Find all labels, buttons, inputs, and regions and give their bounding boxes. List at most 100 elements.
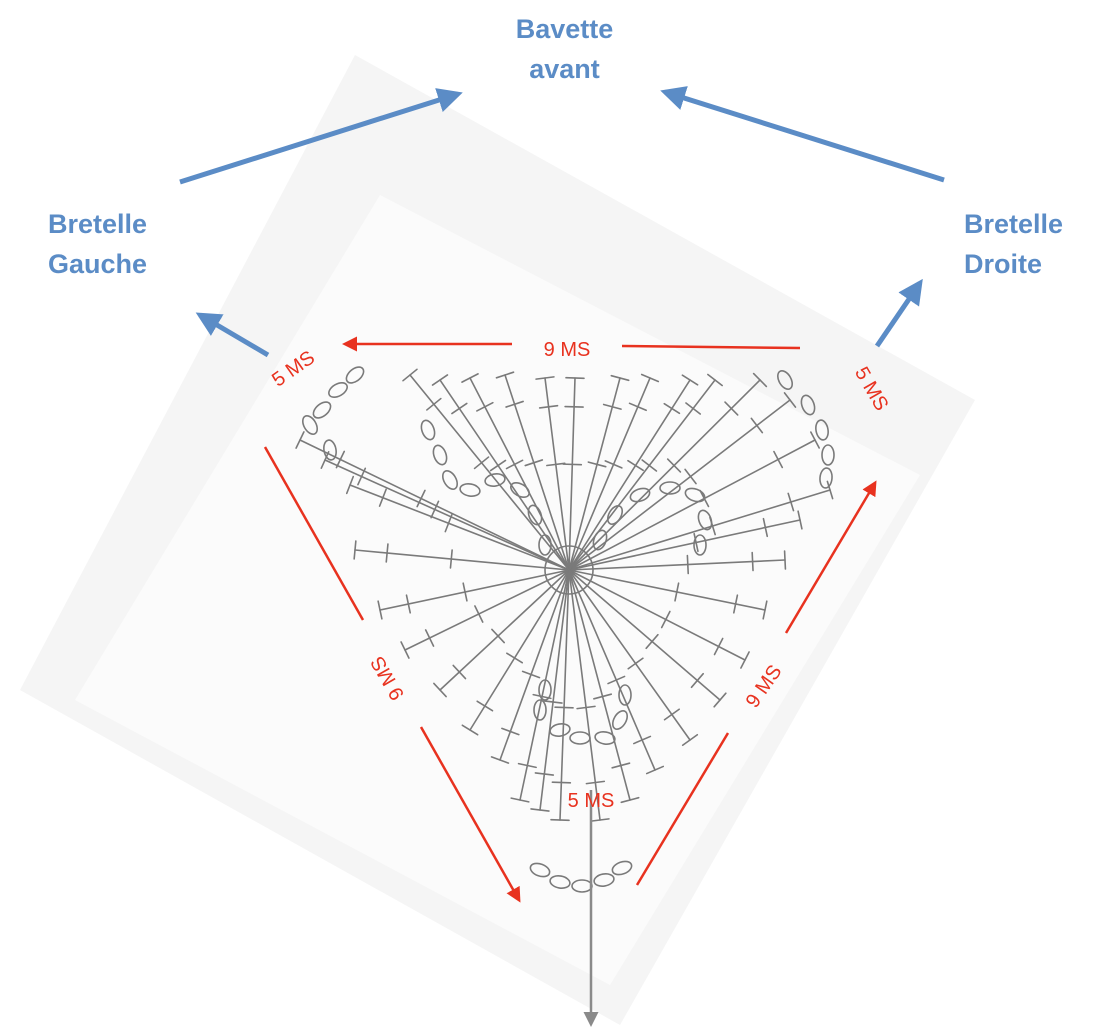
stitch-bar — [762, 517, 769, 538]
label-left-strap-line2: Gauche — [48, 249, 148, 279]
stitch-bar — [564, 405, 584, 408]
stitch-ray — [568, 489, 831, 571]
stitch-bar — [684, 468, 697, 485]
stitch-bar — [627, 657, 644, 670]
stitch-bar — [491, 628, 505, 644]
stitch-bar — [602, 403, 622, 410]
stitch-bar — [826, 480, 834, 500]
stitch-ray — [568, 569, 691, 741]
stitch-bar — [641, 459, 658, 472]
stitch-ray — [568, 379, 691, 571]
stitch-ray — [559, 569, 570, 821]
stitch-ray — [519, 569, 570, 801]
stitch-bar — [385, 543, 389, 563]
stitch-bar — [611, 762, 631, 769]
stitch-bar — [593, 693, 613, 700]
chain-loop — [533, 699, 547, 721]
stitch-bar — [495, 371, 515, 379]
arrow-to-right-strap — [874, 278, 923, 348]
stitch-bar — [787, 492, 795, 512]
chain-loop — [549, 875, 571, 889]
stitch-ray — [568, 569, 631, 801]
stitch-ray — [354, 549, 570, 571]
chain-loop — [510, 481, 530, 499]
stitch-ray — [568, 379, 716, 571]
stitch-bar — [693, 532, 699, 553]
stitch-bar — [534, 772, 555, 776]
line-top-edge-right — [621, 344, 801, 350]
stitch-ray — [568, 569, 656, 771]
stitch-bar — [461, 724, 479, 736]
stitch-bar — [663, 708, 680, 721]
stitch-ray — [568, 569, 721, 701]
stitch-ray — [299, 439, 570, 571]
stitch-bar — [476, 401, 494, 412]
arrow-left-to-top — [179, 88, 463, 185]
stitch-bar — [762, 600, 768, 620]
label-left-strap: Bretelle Gauche — [48, 204, 147, 284]
stitch-bar — [449, 549, 453, 569]
label-front-bib-line1: Bavette — [515, 14, 614, 44]
stitch-bar — [554, 706, 574, 709]
stitch-ray — [379, 569, 570, 611]
stitch-bar — [645, 633, 659, 650]
stitch-bar — [620, 796, 640, 804]
stitch-bar — [681, 374, 699, 386]
stitch-bar — [751, 551, 754, 572]
stitch-bar — [783, 392, 797, 408]
chain-loop — [593, 873, 615, 887]
stitch-bar — [461, 373, 479, 383]
chain-loop — [611, 860, 633, 876]
stitch-bar — [524, 459, 544, 467]
chain-loop — [800, 394, 816, 416]
stitch-bar — [517, 762, 537, 769]
chain-loop — [328, 381, 348, 399]
stitch-bar — [462, 582, 468, 602]
chain-loop — [301, 415, 319, 435]
chain-loop — [697, 509, 713, 531]
stitch-bar — [610, 374, 630, 382]
stitch-bar — [320, 450, 330, 470]
chain-loop — [527, 504, 543, 526]
stitch-bar — [604, 460, 623, 469]
stitch-ray — [544, 377, 570, 571]
stitch-bar — [489, 459, 507, 472]
chain-loop — [629, 487, 651, 503]
stitch-ray — [439, 569, 570, 691]
stitch-bar — [473, 456, 490, 470]
stitch-bar — [431, 374, 449, 386]
stitch-bar — [444, 514, 453, 533]
label-right-strap-line2: Droite — [964, 249, 1043, 279]
chain-loop — [569, 731, 591, 745]
stitch-ray — [469, 377, 570, 571]
stitch-bar — [510, 797, 530, 803]
chain-loop — [323, 439, 337, 461]
stitch-bar — [674, 582, 680, 602]
stitch-bar — [295, 431, 305, 449]
stitch-bar — [724, 401, 739, 416]
stitch-bar — [433, 682, 447, 698]
stitch-bar — [627, 459, 644, 472]
stitch-bar — [535, 376, 555, 380]
chain-loop — [432, 444, 448, 466]
chain-loop — [549, 723, 571, 737]
arrow-right-to-top — [660, 86, 945, 183]
stitch-ray — [568, 379, 761, 571]
stitch-bar — [521, 670, 541, 679]
stitch-bar — [543, 700, 563, 704]
stitch-bar — [797, 510, 803, 530]
arrow-right-edge — [784, 480, 877, 634]
chain-loop — [459, 483, 481, 497]
chain-loop — [819, 467, 833, 489]
stitch-ray — [568, 569, 746, 661]
stitch-bar — [733, 594, 739, 614]
stitch-bar — [752, 372, 768, 388]
chain-loop — [441, 470, 459, 490]
chain-loop — [659, 481, 681, 495]
stitch-ray — [568, 377, 576, 571]
chain-loop — [484, 473, 506, 487]
stitch-ray — [504, 374, 570, 571]
stitch-bar — [750, 417, 764, 434]
stitch-ray — [349, 484, 570, 571]
chain-loop — [821, 444, 835, 466]
